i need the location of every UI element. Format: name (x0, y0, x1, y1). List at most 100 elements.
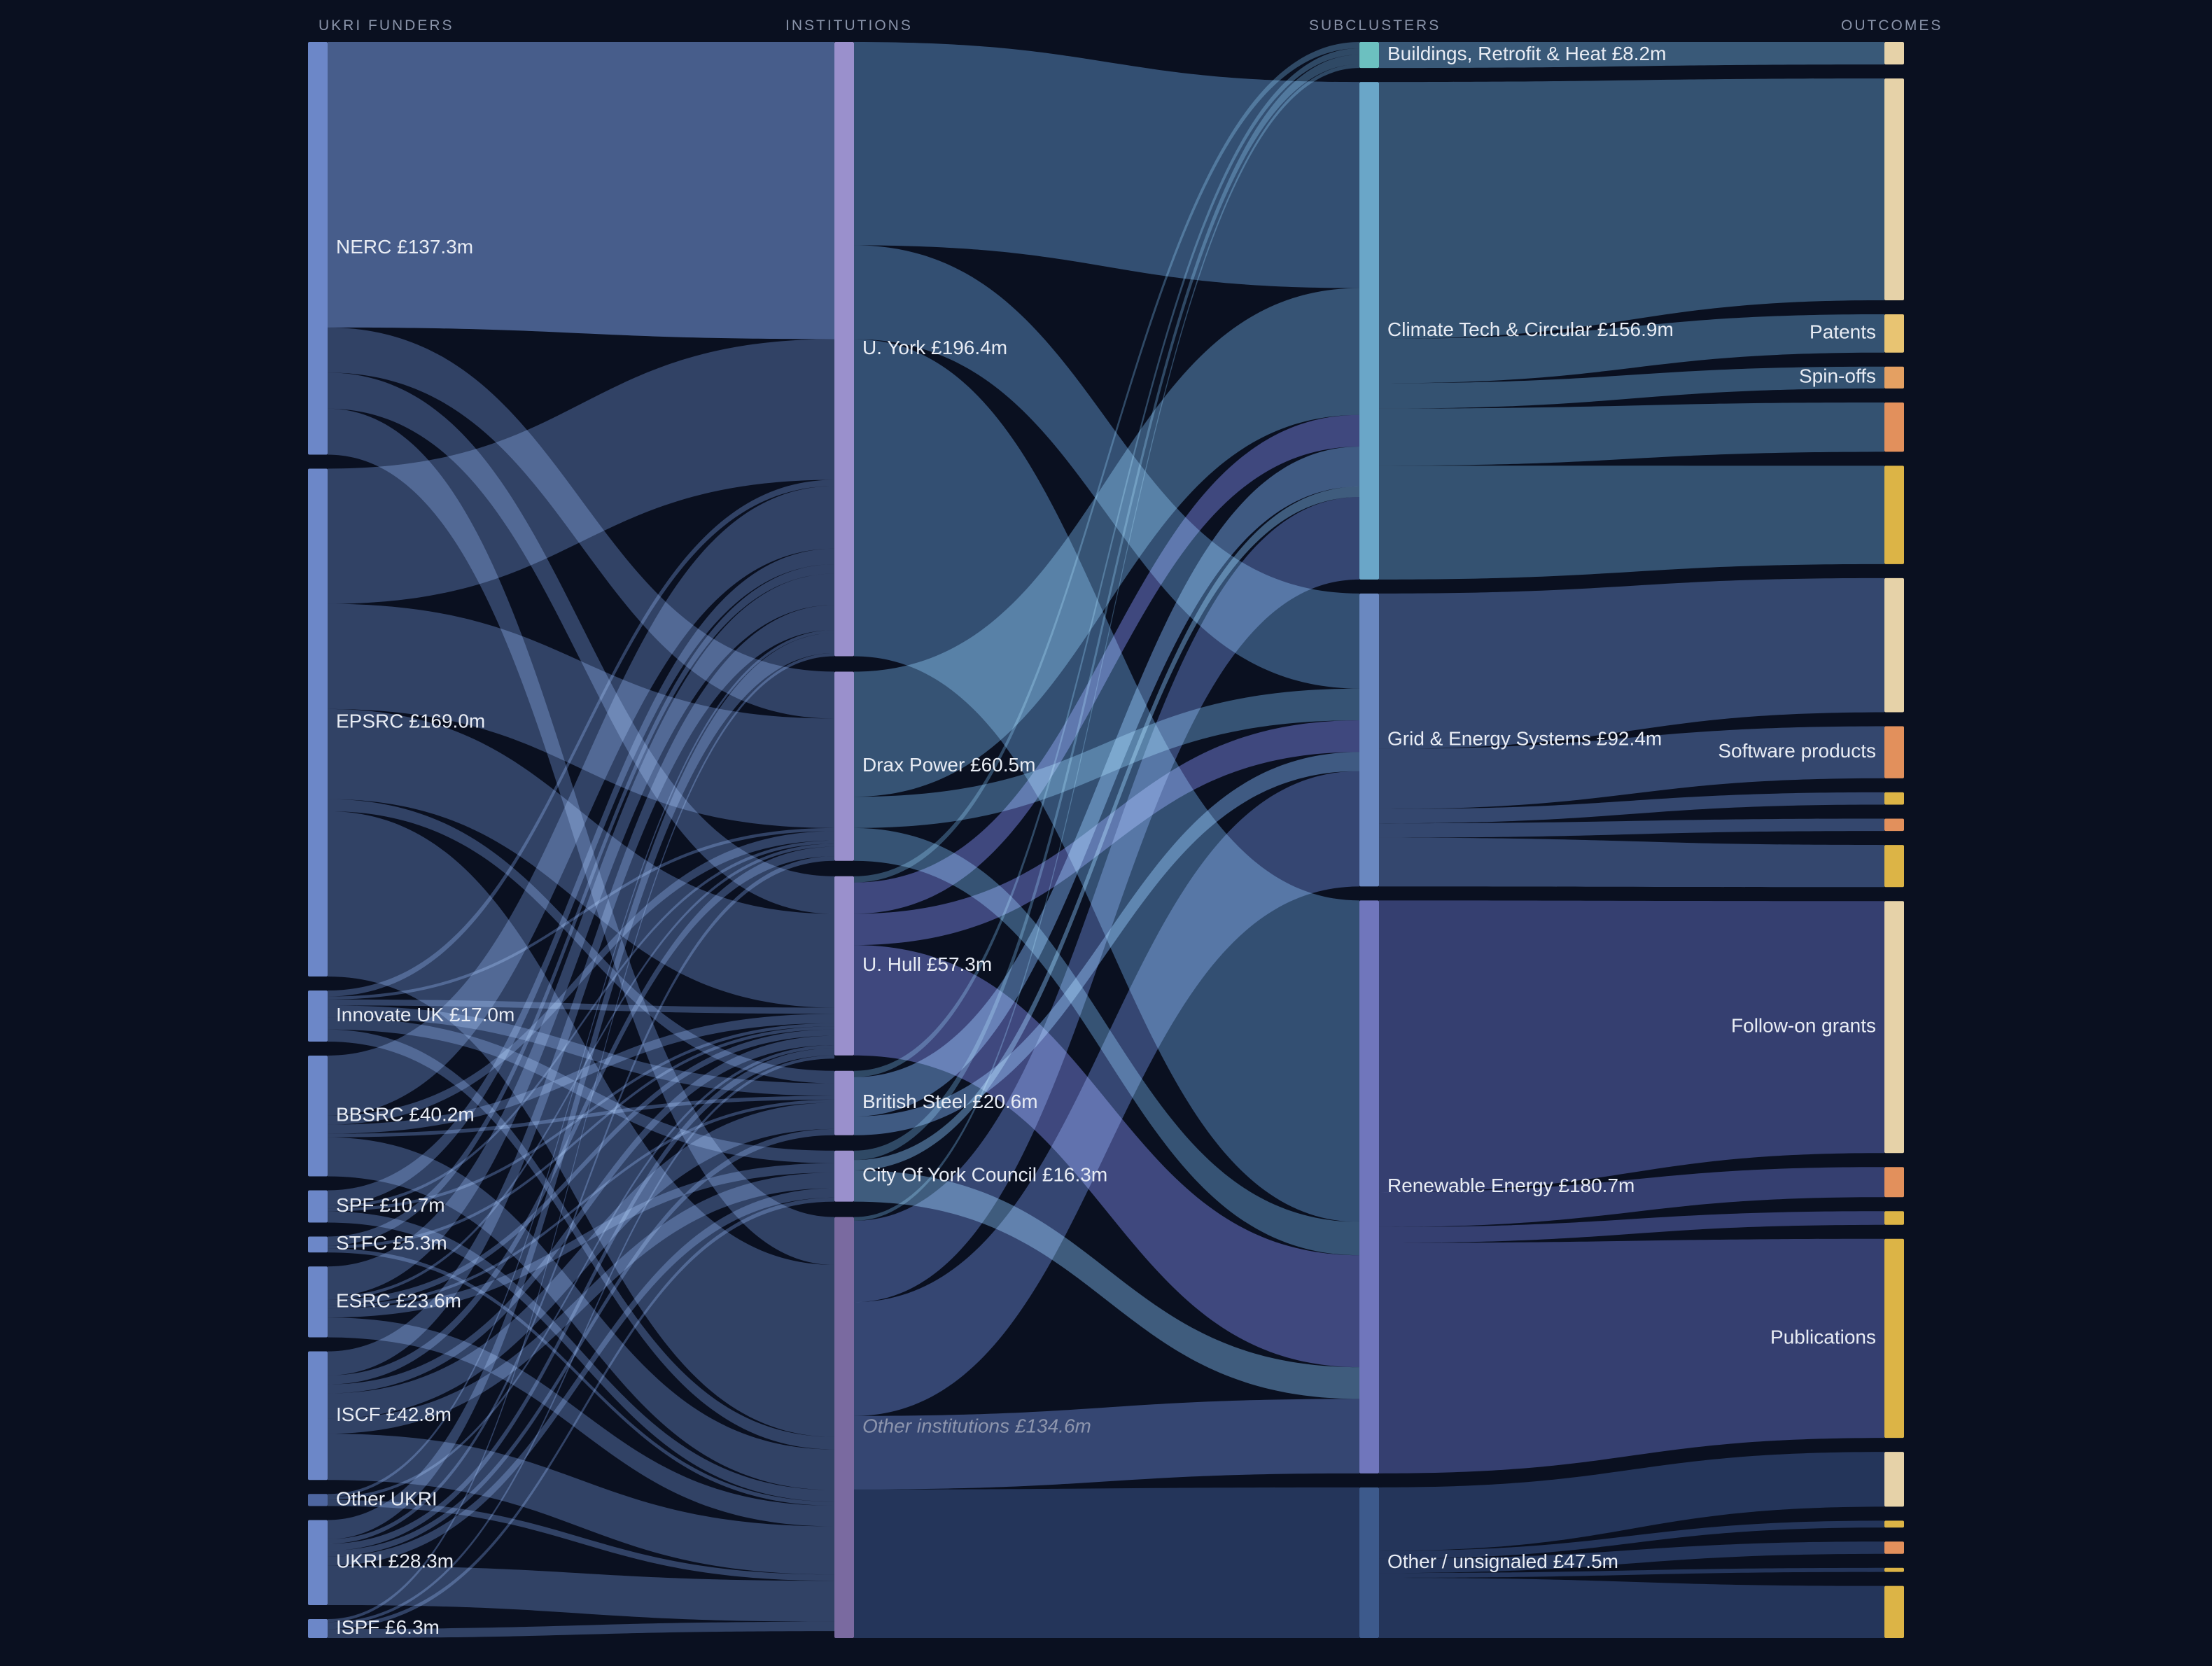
link-unsig-outcome-16 (1379, 1520, 1884, 1559)
outcome-label-follow-on-grants: Follow-on grants (1731, 1015, 1876, 1037)
link-renew-outcome-13 (1379, 1211, 1884, 1243)
link-spf-drax (328, 840, 834, 1209)
institution-node-otherinst (834, 1217, 854, 1638)
outcome-node-4 (1884, 402, 1904, 452)
link-renew-outcome-14 (1379, 1238, 1884, 1474)
link-unsig-outcome-19 (1379, 1577, 1884, 1638)
link-iscf-york (328, 605, 834, 1376)
link-spf-york (328, 548, 834, 1206)
link-unsig-outcome-18 (1379, 1567, 1884, 1578)
flow-links (328, 42, 1884, 1638)
outcome-node-2 (1884, 314, 1904, 353)
subcluster-label-unsig: Other / unsignaled £47.5m (1387, 1550, 1618, 1572)
link-hull-buildings (854, 42, 1359, 883)
link-hull-renew (854, 945, 1359, 1368)
link-buildings-outcome-0 (1379, 42, 1884, 69)
institution-label-drax: Drax Power £60.5m (862, 754, 1035, 776)
link-epsrc-otherinst (328, 811, 834, 1437)
subcluster-node-grid (1359, 593, 1379, 887)
link-grid-outcome-10 (1379, 837, 1884, 888)
outcome-node-6 (1884, 578, 1904, 713)
link-iscf-steel (328, 1102, 834, 1419)
funder-node-stfc (308, 1236, 328, 1253)
link-otherukri-otherinst (328, 1499, 834, 1581)
funder-label-epsrc: EPSRC £169.0m (336, 710, 485, 732)
outcome-node-12 (1884, 1167, 1904, 1198)
funder-label-bbsrc: BBSRC £40.2m (336, 1104, 475, 1126)
link-stfc-york (328, 564, 834, 1246)
link-innovate-york (328, 479, 834, 997)
institution-node-steel (834, 1070, 854, 1135)
link-ispf-york (328, 653, 834, 1623)
subcluster-label-grid: Grid & Energy Systems £92.4m (1387, 727, 1662, 749)
link-hull-climate (854, 414, 1359, 914)
outcome-node-13 (1884, 1211, 1904, 1225)
outcome-label-software-products: Software products (1718, 740, 1876, 762)
outcome-node-8 (1884, 792, 1904, 805)
link-renew-outcome-12 (1379, 1167, 1884, 1227)
link-grid-outcome-6 (1379, 578, 1884, 749)
funder-label-otherukri: Other UKRI (336, 1488, 438, 1509)
column-header-ukri-funders: UKRI FUNDERS (318, 18, 454, 34)
funder-label-nerc: NERC £137.3m (336, 236, 473, 258)
funder-node-ispf (308, 1618, 328, 1638)
link-steel-buildings (854, 48, 1359, 1077)
link-otherinst-unsig (854, 1487, 1359, 1638)
outcome-node-16 (1884, 1520, 1904, 1528)
funder-node-esrc (308, 1266, 328, 1338)
link-ispf-otherinst (328, 1621, 834, 1638)
link-climate-outcome-3 (1379, 366, 1884, 409)
link-ispf-council (328, 1197, 834, 1630)
outcome-node-1 (1884, 78, 1904, 300)
subcluster-label-buildings: Buildings, Retrofit & Heat £8.2m (1387, 43, 1666, 64)
link-otherinst-renew (854, 1399, 1359, 1490)
link-otherukri-hull (328, 1045, 834, 1500)
column-header-subclusters: SUBCLUSTERS (1309, 18, 1441, 34)
link-climate-outcome-4 (1379, 402, 1884, 466)
link-council-buildings (854, 55, 1359, 1161)
outcome-node-9 (1884, 818, 1904, 832)
link-bbsrc-otherinst (328, 1137, 834, 1490)
link-renew-outcome-11 (1379, 900, 1884, 1193)
funder-node-iscf (308, 1351, 328, 1480)
link-steel-grid (854, 752, 1359, 1135)
link-climate-outcome-5 (1379, 465, 1884, 580)
link-esrc-york (328, 573, 834, 1297)
link-iscf-council (328, 1172, 834, 1434)
link-council-renew (854, 1170, 1359, 1399)
column-header-outcomes: OUTCOMES (1841, 18, 1942, 34)
outcome-label-spin-offs: Spin-offs (1799, 365, 1876, 387)
outcome-node-18 (1884, 1567, 1904, 1572)
subcluster-node-buildings (1359, 42, 1379, 69)
link-epsrc-york (328, 339, 834, 604)
funder-node-otherukri (308, 1494, 328, 1506)
link-bbsrc-york (328, 486, 834, 1116)
link-esrc-steel (328, 1099, 834, 1309)
institution-label-york: U. York £196.4m (862, 337, 1007, 358)
link-ukri-hull (328, 1048, 834, 1551)
funder-node-nerc (308, 42, 328, 455)
institution-label-hull: U. Hull £57.3m (862, 953, 992, 975)
link-ukri-york (328, 633, 834, 1539)
link-spf-otherinst (328, 1211, 834, 1502)
link-iscf-drax (328, 846, 834, 1385)
link-esrc-council (328, 1163, 834, 1318)
column-header-institutions: INSTITUTIONS (785, 18, 913, 34)
link-ispf-hull (328, 1055, 834, 1625)
link-ukri-otherinst (328, 1565, 834, 1622)
subcluster-node-renew (1359, 900, 1379, 1474)
funder-node-spf (308, 1190, 328, 1223)
subcluster-node-climate (1359, 82, 1379, 580)
link-bbsrc-hull (328, 1014, 834, 1134)
link-climate-outcome-2 (1379, 314, 1884, 384)
link-otherinst-buildings (854, 64, 1359, 1221)
funder-label-spf: SPF £10.7m (336, 1194, 445, 1216)
funder-label-esrc: ESRC £23.6m (336, 1289, 461, 1311)
link-drax-climate (854, 288, 1359, 797)
link-iscf-hull (328, 1035, 834, 1394)
link-unsig-outcome-15 (1379, 1452, 1884, 1551)
funder-label-iscf: ISCF £42.8m (336, 1404, 451, 1425)
funder-label-stfc: STFC £5.3m (336, 1232, 447, 1254)
